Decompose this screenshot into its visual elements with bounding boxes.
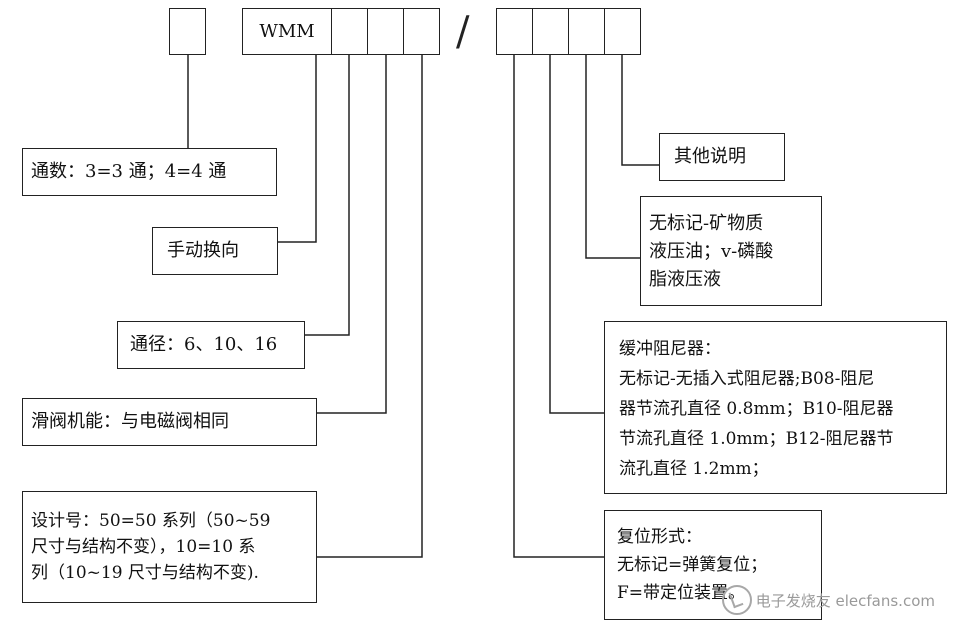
label-box-function: 滑阀机能：与电磁阀相同 [22,398,317,446]
code-box-bore [331,8,368,55]
label-box-reset: 复位形式： 无标记=弹簧复位； F=带定位装置。 [604,510,822,620]
label-bore: 通径：6、10、16 [130,334,278,355]
watermark-text: 电子发烧友 elecfans.com [755,591,935,610]
label-box-channels: 通数：3=3 通；4=4 通 [22,148,277,196]
code-box-damper [532,8,569,55]
label-box-other: 其他说明 [659,133,785,181]
label-box-manual: 手动换向 [152,227,278,275]
label-manual: 手动换向 [167,240,239,261]
watermark: 电子发烧友 elecfans.com [721,585,935,615]
label-design: 设计号：50=50 系列（50~59 尺寸与结构不变），10=10 系 列（10… [31,511,271,583]
code-box-other [604,8,641,55]
label-other: 其他说明 [674,146,746,167]
label-function: 滑阀机能：与电磁阀相同 [31,411,229,432]
line-design [317,55,423,558]
code-box-fluid [568,8,605,55]
model-prefix: WMM [259,21,315,42]
label-channels: 通数：3=3 通；4=4 通 [31,161,227,182]
label-reset: 复位形式： 无标记=弹簧复位； F=带定位装置。 [617,527,768,603]
elecfans-logo-icon [721,585,752,615]
line-fluid [585,55,640,259]
label-box-fluid: 无标记-矿物质 液压油；v-磷酸 脂液压液 [640,196,822,306]
slash-separator: / [456,9,470,55]
code-box-reset [496,8,533,55]
label-box-bore: 通径：6、10、16 [117,321,305,369]
code-box-channels [169,8,206,55]
label-fluid: 无标记-矿物质 液压油；v-磷酸 脂液压液 [649,213,774,290]
label-box-damper: 缓冲阻尼器： 无标记-无插入式阻尼器;B08-阻尼 器节流孔直径 0.8mm；B… [604,321,947,494]
line-reset [513,55,604,558]
code-box-model: WMM [242,8,332,55]
label-box-design: 设计号：50=50 系列（50~59 尺寸与结构不变），10=10 系 列（10… [22,491,317,603]
line-other [621,55,659,166]
line-damper [549,55,604,414]
line-bore [305,55,350,336]
code-box-design [403,8,440,55]
line-manual [278,55,317,243]
label-damper: 缓冲阻尼器： 无标记-无插入式阻尼器;B08-阻尼 器节流孔直径 0.8mm；B… [619,339,894,479]
code-box-function [367,8,404,55]
line-function [317,55,387,414]
